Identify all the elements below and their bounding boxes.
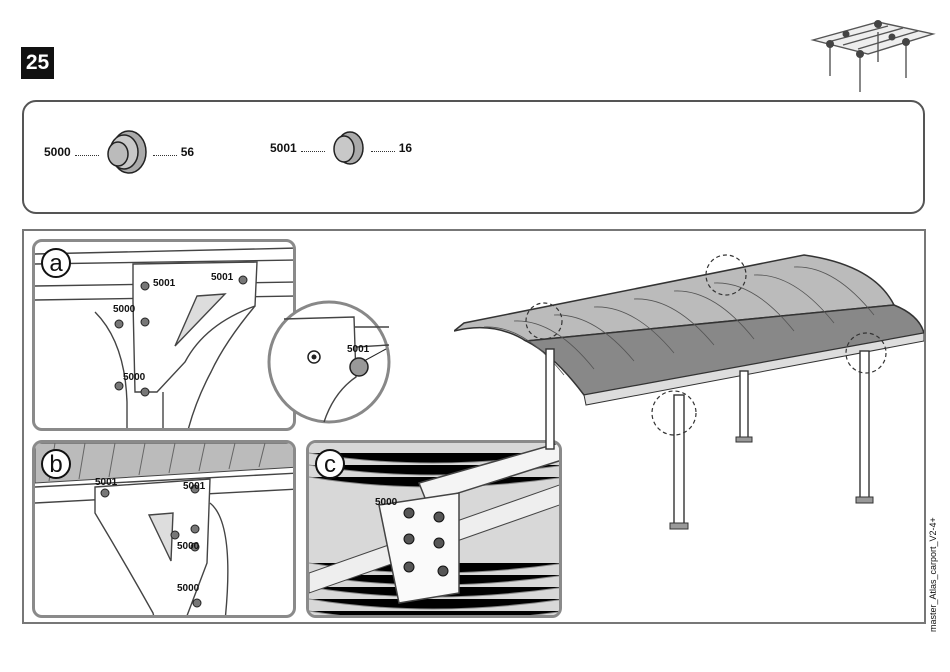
document-code: master_Atlas_carport_V2-4+ (928, 517, 938, 632)
small-end-cap-icon (329, 128, 367, 168)
callout-5000: 5000 (375, 497, 397, 508)
part-quantity: 56 (181, 145, 194, 159)
leader-dots (301, 151, 325, 152)
zoom-circle-detail (264, 297, 394, 427)
detail-letter-a: a (41, 248, 71, 278)
part-5000: 5000 56 (44, 128, 194, 176)
zoom-callout-5001: 5001 (347, 344, 369, 355)
callout-5001: 5001 (153, 278, 175, 289)
large-end-cap-icon (103, 128, 149, 176)
callout-5000: 5000 (177, 541, 199, 552)
leader-dots (75, 155, 99, 156)
part-5001: 5001 16 (270, 128, 412, 168)
callout-5000: 5000 (113, 304, 135, 315)
carport-overview-thumbnail (808, 12, 938, 94)
assembly-illustration-panel: a 5001 5001 5000 5000 5001 (22, 229, 926, 624)
carport-main-drawing (454, 245, 924, 545)
callout-5000: 5000 (177, 583, 199, 594)
leader-dots (371, 151, 395, 152)
part-code: 5000 (44, 145, 71, 159)
step-number-badge: 25 (21, 47, 54, 79)
leader-dots (153, 155, 177, 156)
callout-5000: 5000 (123, 372, 145, 383)
callout-5001: 5001 (183, 481, 205, 492)
detail-a: a 5001 5001 5000 5000 (32, 239, 296, 431)
callout-5001: 5001 (211, 272, 233, 283)
detail-b: b 5001 5001 5000 5000 (32, 440, 296, 618)
detail-letter-b: b (41, 449, 71, 479)
callout-5001: 5001 (95, 477, 117, 488)
detail-letter-c: c (315, 449, 345, 479)
part-quantity: 16 (399, 141, 412, 155)
parts-list-panel: 5000 56 5001 16 (22, 100, 925, 214)
part-code: 5001 (270, 141, 297, 155)
